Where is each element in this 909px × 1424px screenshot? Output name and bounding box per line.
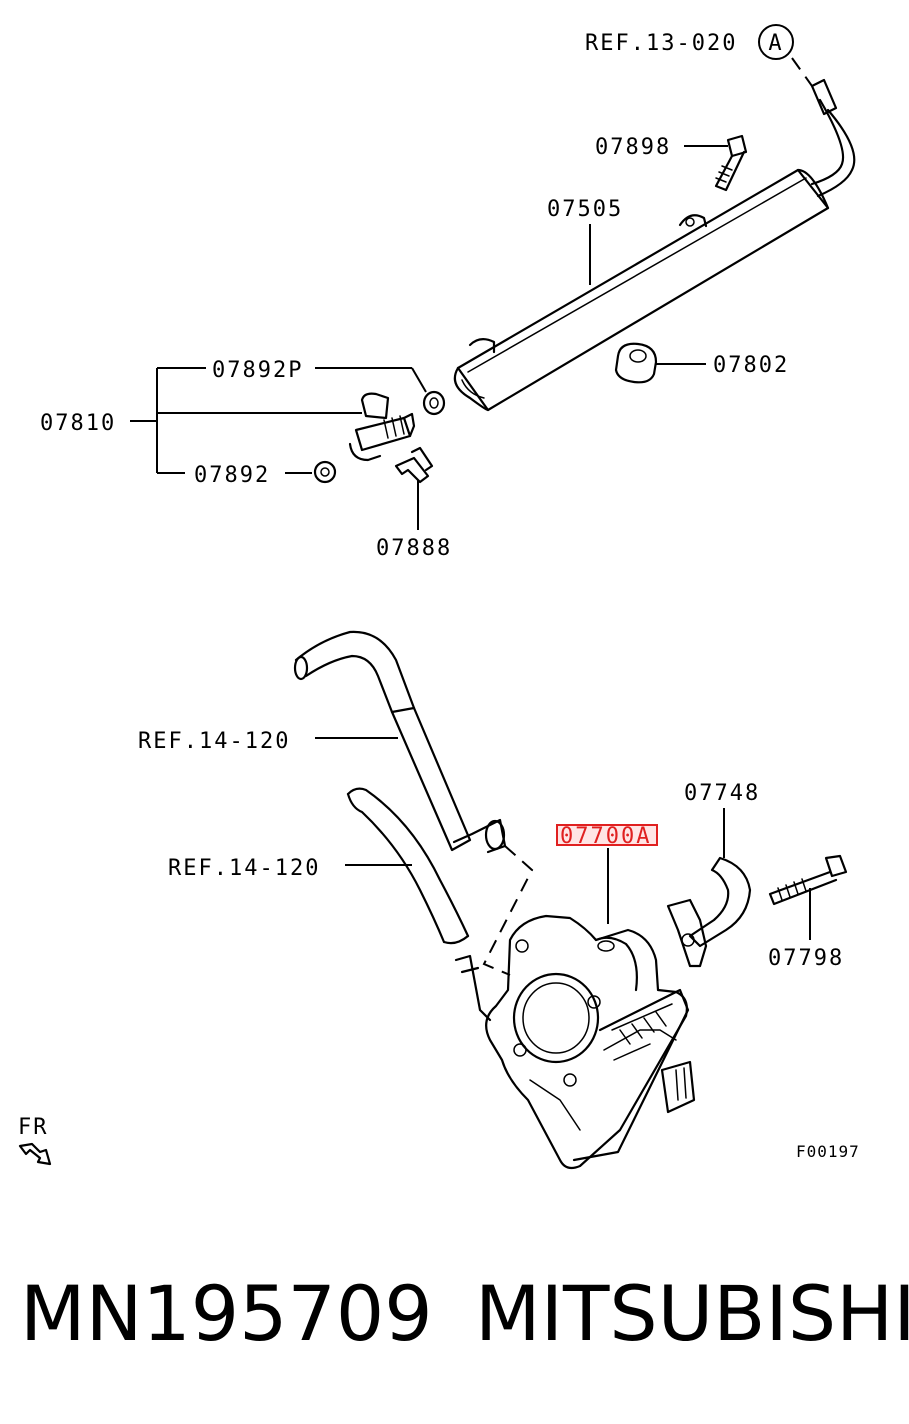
injector-bracket-lines: [130, 367, 427, 474]
injector: [348, 392, 416, 462]
highlight-box[interactable]: [556, 824, 658, 846]
upper-hose: [293, 630, 507, 854]
fuel-pipe: [810, 78, 856, 198]
rail-bolt: [714, 134, 748, 192]
callout-body-bolt: 07798: [768, 946, 844, 971]
callout-clip: 07888: [376, 536, 452, 561]
ref-hose-lower-label: REF.14-120: [168, 856, 320, 881]
ref-fuel-pipe-label: REF.13-020: [585, 31, 737, 56]
callout-fuel-rail: 07505: [547, 197, 623, 222]
throttle-body: [454, 914, 696, 1170]
ref-hose-upper-label: REF.14-120: [138, 729, 290, 754]
fr-marker: FR: [18, 1115, 49, 1140]
hose-connection-dash: [482, 845, 534, 976]
ref-a-marker: A: [768, 31, 783, 56]
brand-name: MITSUBISHI: [475, 1269, 909, 1358]
lower-oring: [313, 460, 337, 484]
callout-rail-bolt: 07898: [595, 135, 671, 160]
callout-injector: 07810: [40, 411, 116, 436]
figure-code: F00197: [796, 1142, 860, 1161]
front-arrow-icon: [18, 1142, 52, 1166]
callout-insulator: 07802: [713, 353, 789, 378]
part-number: MN195709: [20, 1269, 433, 1358]
body-bolt: [768, 854, 848, 906]
ref-a-leader: [791, 57, 813, 87]
fuel-rail: [453, 168, 830, 412]
bracket: [666, 856, 752, 968]
lower-hose: [346, 787, 470, 945]
callout-bracket: 07748: [684, 781, 760, 806]
callout-upper-oring: 07892P: [212, 358, 303, 383]
upper-oring: [422, 390, 446, 416]
callout-lower-oring: 07892: [194, 463, 270, 488]
callout-throttle-body[interactable]: 07700A: [560, 824, 651, 849]
insulator: [614, 342, 658, 384]
clip: [394, 446, 434, 484]
ref-a-circle: [758, 24, 794, 60]
